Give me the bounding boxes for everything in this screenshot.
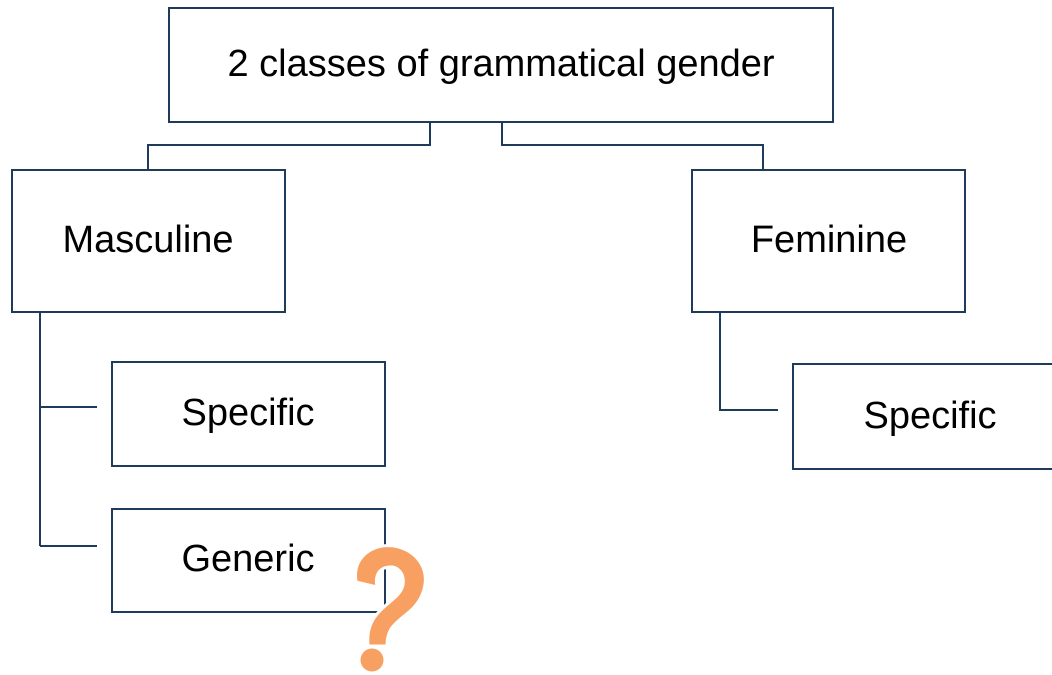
question-mark-dot [357, 645, 387, 675]
question-mark-hook [354, 544, 427, 648]
masculine-specific-node: Specific [111, 361, 386, 467]
masculine-generic-box [111, 508, 386, 613]
connector-feminine-specific [719, 312, 778, 411]
masculine-box [11, 169, 286, 313]
connector-root-masculine [147, 122, 431, 170]
masculine-specific-box [111, 361, 386, 467]
root-label: 2 classes of grammatical gender [227, 43, 774, 85]
root-box [168, 7, 834, 123]
masculine-node: Masculine [11, 169, 286, 313]
feminine-label: Feminine [751, 219, 907, 261]
masculine-specific-label: Specific [181, 392, 314, 434]
feminine-specific-box [792, 363, 1052, 470]
question-mark-icon [354, 544, 427, 675]
connector-root-feminine [501, 122, 764, 170]
masculine-label: Masculine [62, 219, 233, 261]
feminine-node: Feminine [691, 169, 966, 313]
root-node: 2 classes of grammatical gender [168, 7, 834, 123]
connectors [39, 122, 778, 547]
feminine-specific-node: Specific [792, 363, 1052, 470]
feminine-box [691, 169, 966, 313]
feminine-specific-label: Specific [863, 395, 996, 437]
masculine-generic-node: Generic [111, 508, 386, 613]
masculine-generic-label: Generic [181, 538, 314, 580]
